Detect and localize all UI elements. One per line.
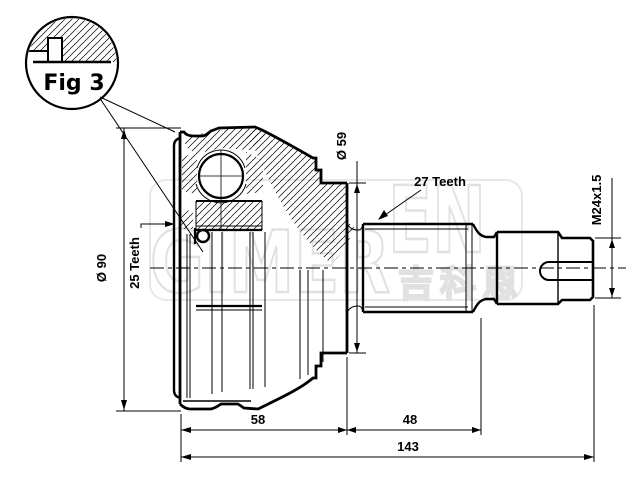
watermark-cjk: 吉科恩: [398, 264, 524, 305]
watermark-row2: EN: [388, 167, 486, 274]
dim-bore-spline: [140, 221, 175, 228]
bore-view-lines: [186, 232, 324, 398]
dim-stub-diameter: [349, 161, 366, 354]
section-hatching: [181, 128, 354, 263]
figure-label: Fig 3: [43, 71, 104, 96]
label-length-overall: 143: [397, 439, 419, 454]
dim-shaft-spline: [378, 189, 422, 220]
label-bore-spline: 25 Teeth: [127, 237, 142, 289]
bell-housing: [172, 125, 349, 411]
label-stub-diameter: Ø 59: [334, 132, 349, 160]
label-length-body: 58: [251, 412, 265, 427]
output-shaft: [347, 222, 595, 314]
circlip: [195, 228, 211, 244]
label-outer-diameter: Ø 90: [94, 254, 109, 282]
ball-and-tracks: [195, 149, 247, 230]
balloon-circle: [24, 15, 120, 111]
label-shaft-spline: 27 Teeth: [414, 174, 466, 189]
dim-lengths: [180, 305, 595, 462]
dim-outer-diameter: [116, 127, 181, 412]
dim-thread: [595, 178, 621, 299]
balloon-leader-upper: [99, 96, 176, 133]
inner-race-bore: [193, 200, 263, 311]
label-thread: M24x1.5: [589, 175, 604, 226]
end-slot: [539, 261, 593, 281]
label-length-shaft: 48: [403, 412, 417, 427]
